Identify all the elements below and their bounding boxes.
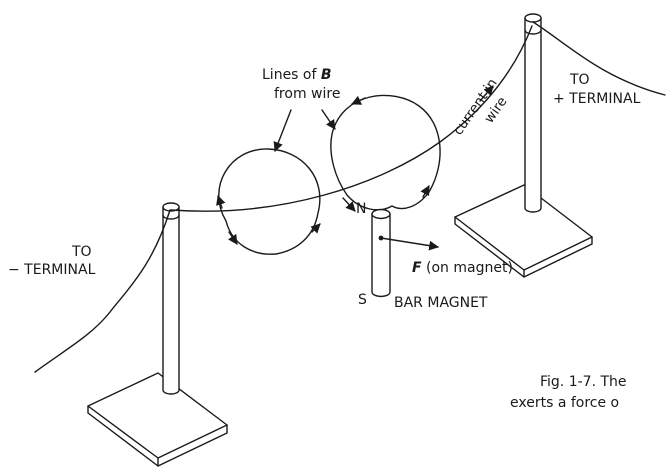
bar-magnet-label: BAR MAGNET	[394, 295, 488, 311]
field-line-right-circle	[330, 94, 441, 211]
current-wire	[170, 25, 533, 212]
field-arrow-1	[228, 231, 238, 245]
caption-line1: Fig. 1-7. The	[540, 374, 627, 390]
minus-terminal-to: TO	[71, 244, 92, 260]
left-stand-pole	[162, 202, 180, 395]
field-at-magnet-arrow	[342, 197, 356, 212]
bar-magnet	[371, 208, 391, 298]
force-arrow	[380, 237, 439, 251]
right-stand-pole	[524, 13, 542, 213]
field-label-line1: Lines of B	[262, 67, 332, 83]
force-label: F (on magnet)	[412, 260, 513, 276]
field-label-line2: from wire	[274, 86, 340, 102]
wire-lead-minus	[34, 209, 171, 373]
north-pole-label: N	[356, 201, 366, 217]
field-arrow-2	[310, 223, 321, 234]
plus-terminal-label: + TERMINAL	[553, 91, 641, 107]
minus-terminal-label: − TERMINAL	[8, 262, 96, 278]
current-direction-arrow	[479, 85, 494, 102]
field-arrow-4	[351, 95, 366, 105]
field-arrow-5	[420, 185, 430, 198]
field-arrow-3	[216, 195, 226, 209]
field-line-left-circle	[218, 148, 321, 255]
force-origin-dot	[378, 235, 384, 241]
field-label-pointer-left	[273, 109, 292, 152]
left-stand-base	[87, 372, 228, 467]
caption-line2: exerts a force o	[510, 395, 619, 411]
field-label-pointer-right	[321, 109, 336, 130]
plus-terminal-to: TO	[569, 72, 590, 88]
wire-lead-plus	[532, 21, 666, 96]
right-stand-base	[454, 184, 593, 278]
south-pole-label: S	[358, 292, 367, 308]
